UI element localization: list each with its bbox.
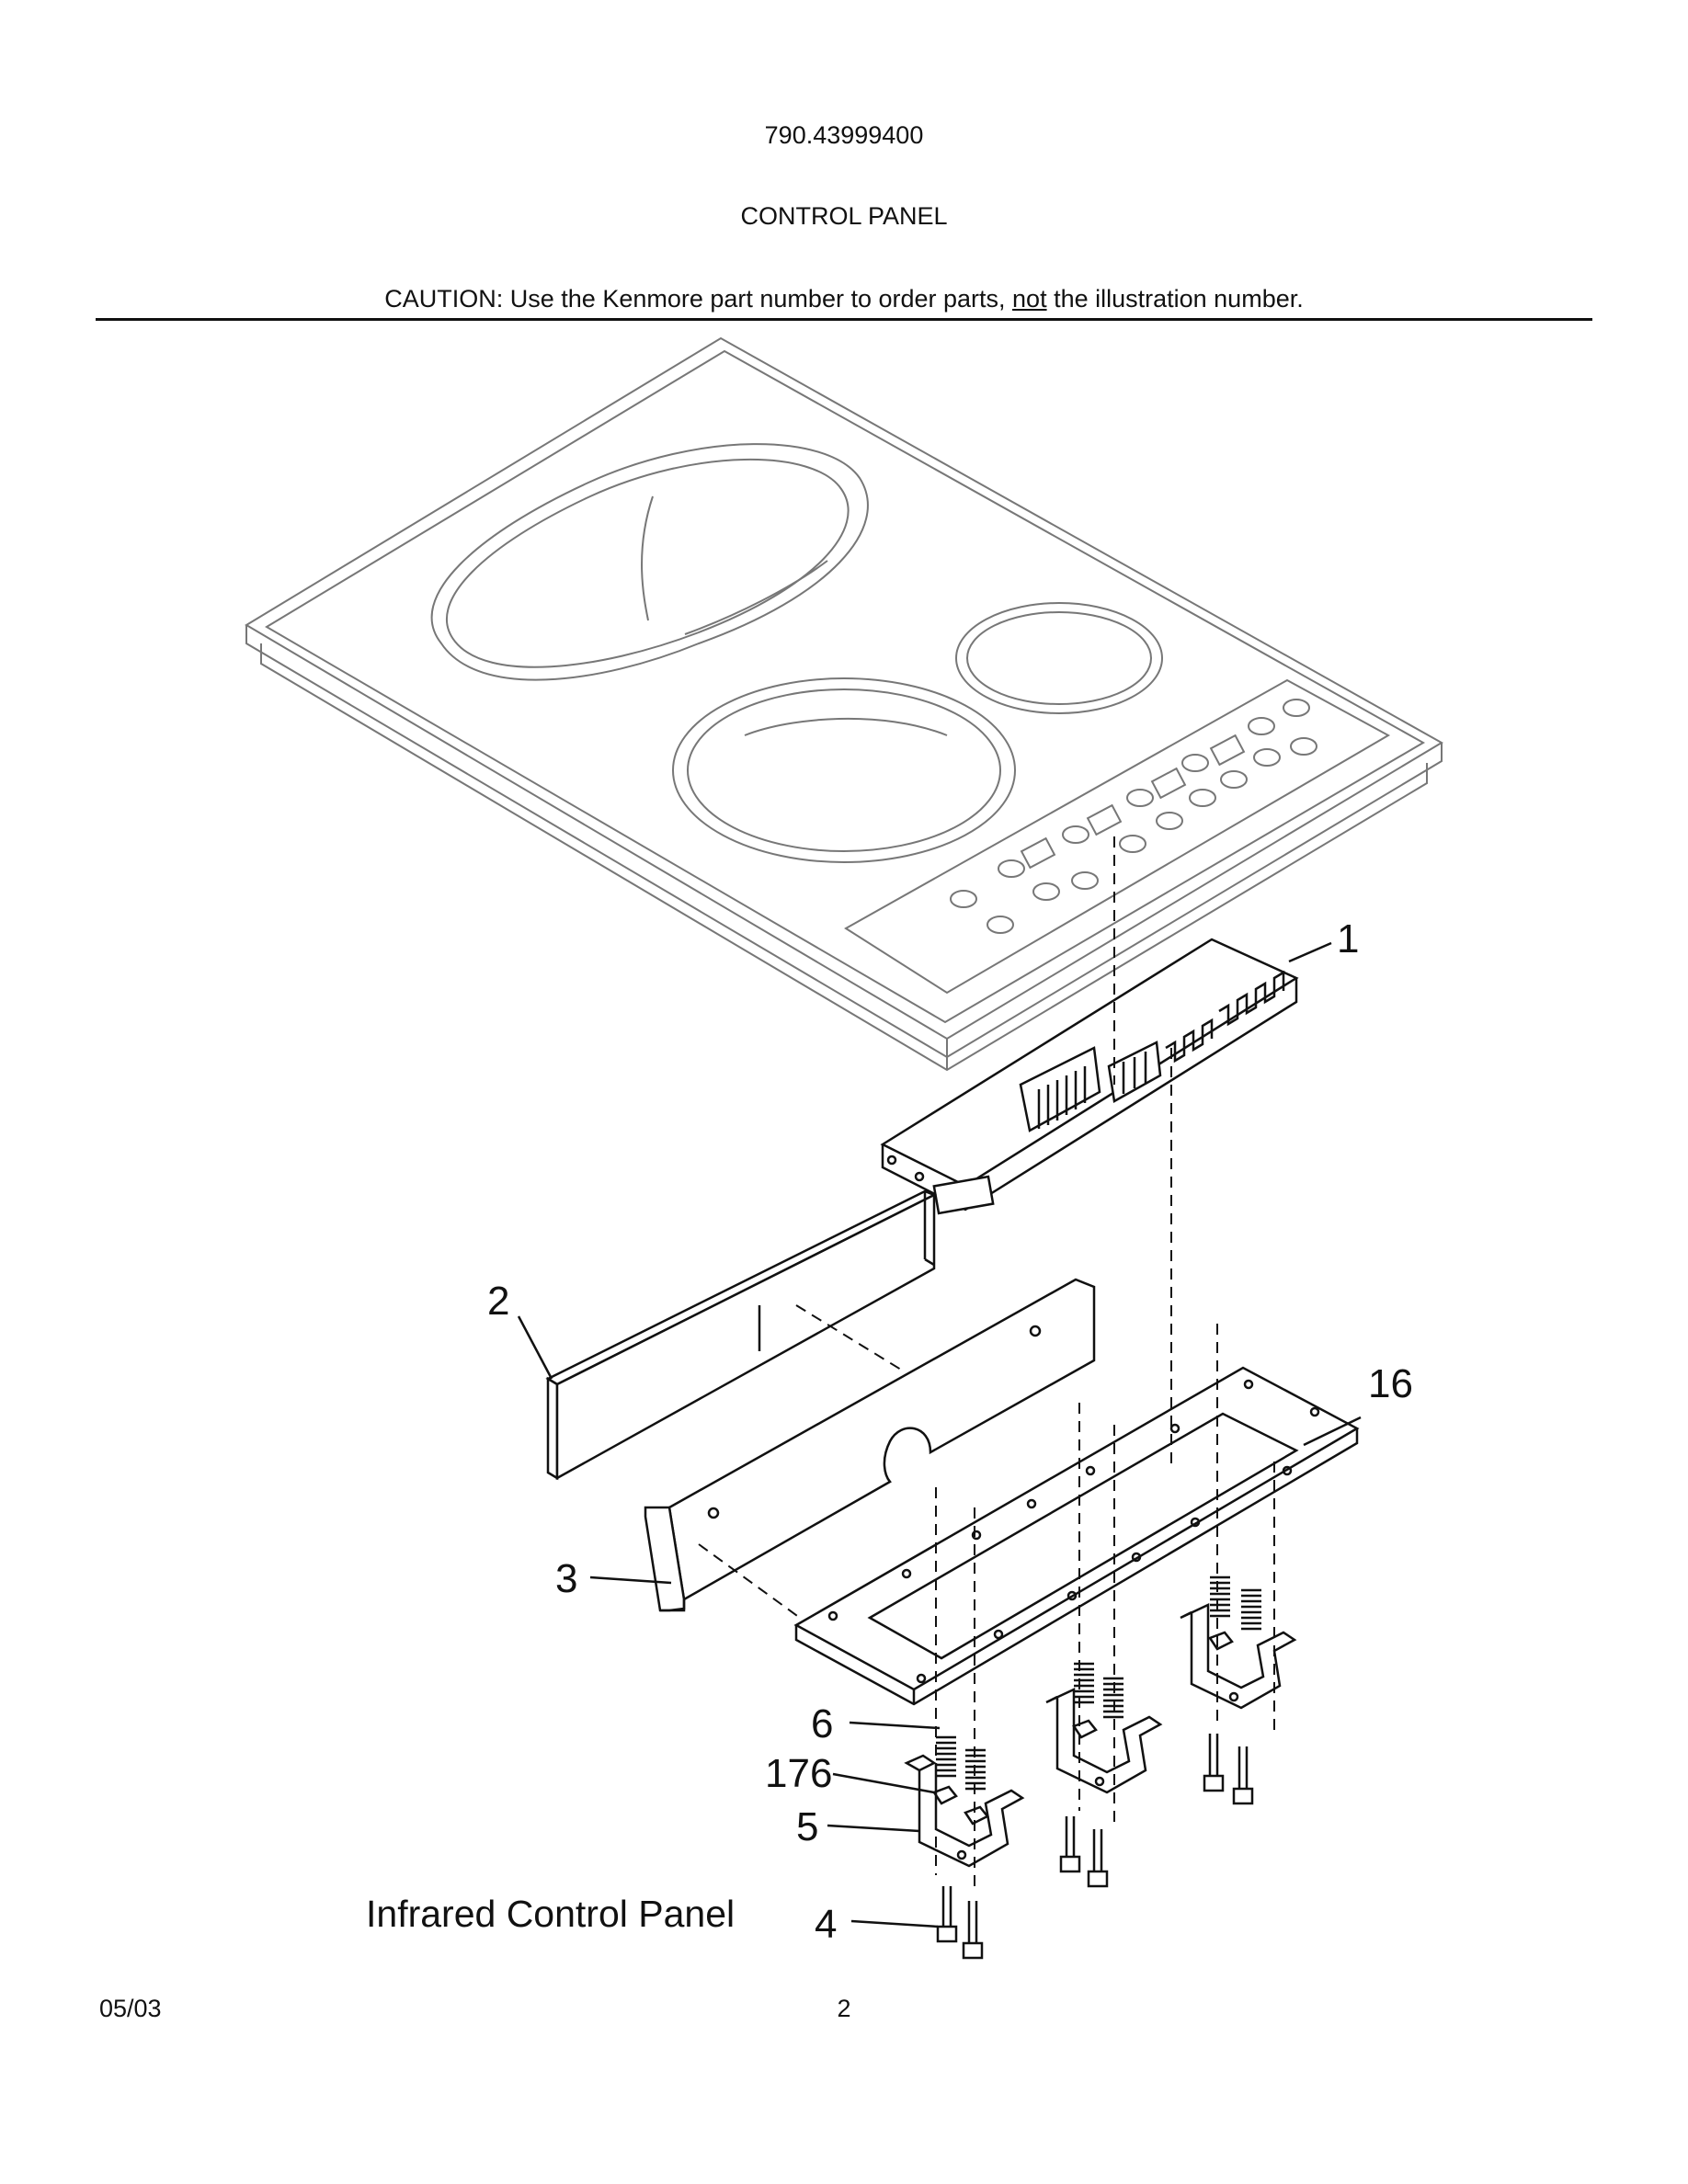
callout-3: 3 (555, 1556, 577, 1601)
callout-6: 6 (811, 1701, 833, 1746)
caution-suffix: the illustration number. (1046, 285, 1304, 313)
caution-prefix: CAUTION: Use the Kenmore part number to … (384, 285, 1013, 313)
touch-control-symbols (950, 699, 1317, 934)
header-divider (96, 318, 1592, 321)
caution-notice: CAUTION: Use the Kenmore part number to … (0, 285, 1688, 313)
footer-page-number: 2 (837, 1995, 851, 2022)
callout-176: 176 (765, 1751, 832, 1796)
connector-pins (1165, 970, 1285, 1064)
model-number: 790.43999400 (764, 121, 924, 149)
section-title: CONTROL PANEL (740, 202, 948, 230)
part-2-trim-strip (545, 1189, 938, 1481)
callout-4: 4 (815, 1902, 837, 1947)
callout-2: 2 (487, 1279, 509, 1324)
part-1-control-board (880, 938, 1299, 1215)
callout-1: 1 (1337, 916, 1359, 961)
assembly-guide-lines (698, 836, 1275, 1894)
part-16-mounting-frame (793, 1366, 1360, 1706)
spring-feet-assembly-right (1180, 1575, 1297, 1805)
diagram-caption: Infrared Control Panel (366, 1893, 735, 1935)
callout-16: 16 (1368, 1361, 1413, 1406)
callout-numbers: 1 2 16 3 6 176 5 4 (487, 916, 1413, 1947)
connector-small (1107, 1041, 1162, 1103)
cooktop-illustration (245, 336, 1443, 1072)
callout-leaders (517, 941, 1362, 1928)
caution-emphasis: not (1012, 285, 1047, 313)
spring (936, 1735, 986, 1791)
part-3-bracket (644, 1278, 1096, 1612)
connector-large (1019, 1046, 1101, 1132)
spring-feet-assembly-middle (1045, 1662, 1163, 1888)
footer-date: 05/03 (99, 1995, 162, 2022)
callout-5: 5 (796, 1804, 818, 1849)
